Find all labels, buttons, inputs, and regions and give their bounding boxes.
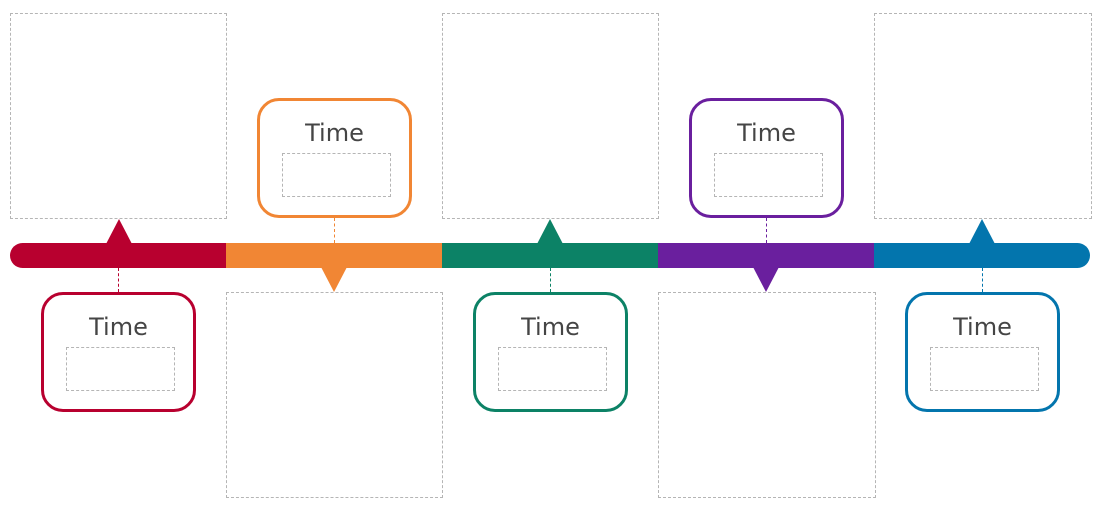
- content-box-5: [874, 13, 1092, 219]
- content-box-3: [442, 13, 659, 219]
- marker-up-5: [969, 219, 995, 244]
- time-label: Time: [737, 119, 796, 147]
- content-box-2: [226, 292, 443, 498]
- marker-up-3: [537, 219, 563, 244]
- time-card-1: Time: [41, 292, 196, 412]
- marker-up-1: [106, 219, 132, 244]
- marker-down-4: [753, 267, 779, 292]
- time-label: Time: [521, 313, 580, 341]
- time-label: Time: [89, 313, 148, 341]
- connector-3: [550, 268, 551, 292]
- timeline-segment-1: [10, 243, 227, 268]
- time-label: Time: [305, 119, 364, 147]
- timeline-segment-3: [442, 243, 659, 268]
- time-input[interactable]: [498, 347, 607, 391]
- time-label: Time: [953, 313, 1012, 341]
- connector-5: [982, 268, 983, 292]
- connector-2: [334, 218, 335, 243]
- timeline-segment-4: [658, 243, 875, 268]
- time-card-5: Time: [905, 292, 1060, 412]
- time-card-3: Time: [473, 292, 628, 412]
- time-input[interactable]: [66, 347, 175, 391]
- time-input[interactable]: [282, 153, 391, 197]
- connector-1: [118, 268, 119, 292]
- time-card-2: Time: [257, 98, 412, 218]
- time-card-4: Time: [689, 98, 844, 218]
- marker-down-2: [321, 267, 347, 292]
- content-box-1: [10, 13, 227, 219]
- timeline-segment-2: [226, 243, 443, 268]
- time-input[interactable]: [714, 153, 823, 197]
- time-input[interactable]: [930, 347, 1039, 391]
- connector-4: [766, 218, 767, 243]
- timeline-segment-5: [874, 243, 1090, 268]
- content-box-4: [658, 292, 876, 498]
